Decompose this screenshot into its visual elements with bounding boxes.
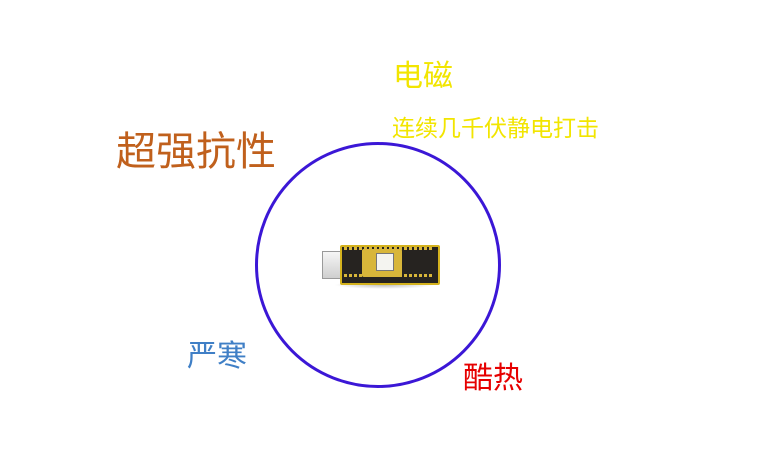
intense-heat-label: 酷热 xyxy=(463,361,523,396)
circuit-board-image xyxy=(322,241,440,289)
electromagnetic-title: 电磁 xyxy=(393,59,453,94)
board-chip xyxy=(376,253,394,271)
board-shadow xyxy=(334,281,434,289)
board-pins-top xyxy=(344,247,432,250)
severe-cold-label: 严寒 xyxy=(187,339,247,374)
electromagnetic-description: 连续几千伏静电打击 xyxy=(392,116,599,142)
circle-outline xyxy=(255,142,501,388)
board-pcb xyxy=(340,245,440,285)
strong-resistance-label: 超强抗性 xyxy=(116,129,276,175)
